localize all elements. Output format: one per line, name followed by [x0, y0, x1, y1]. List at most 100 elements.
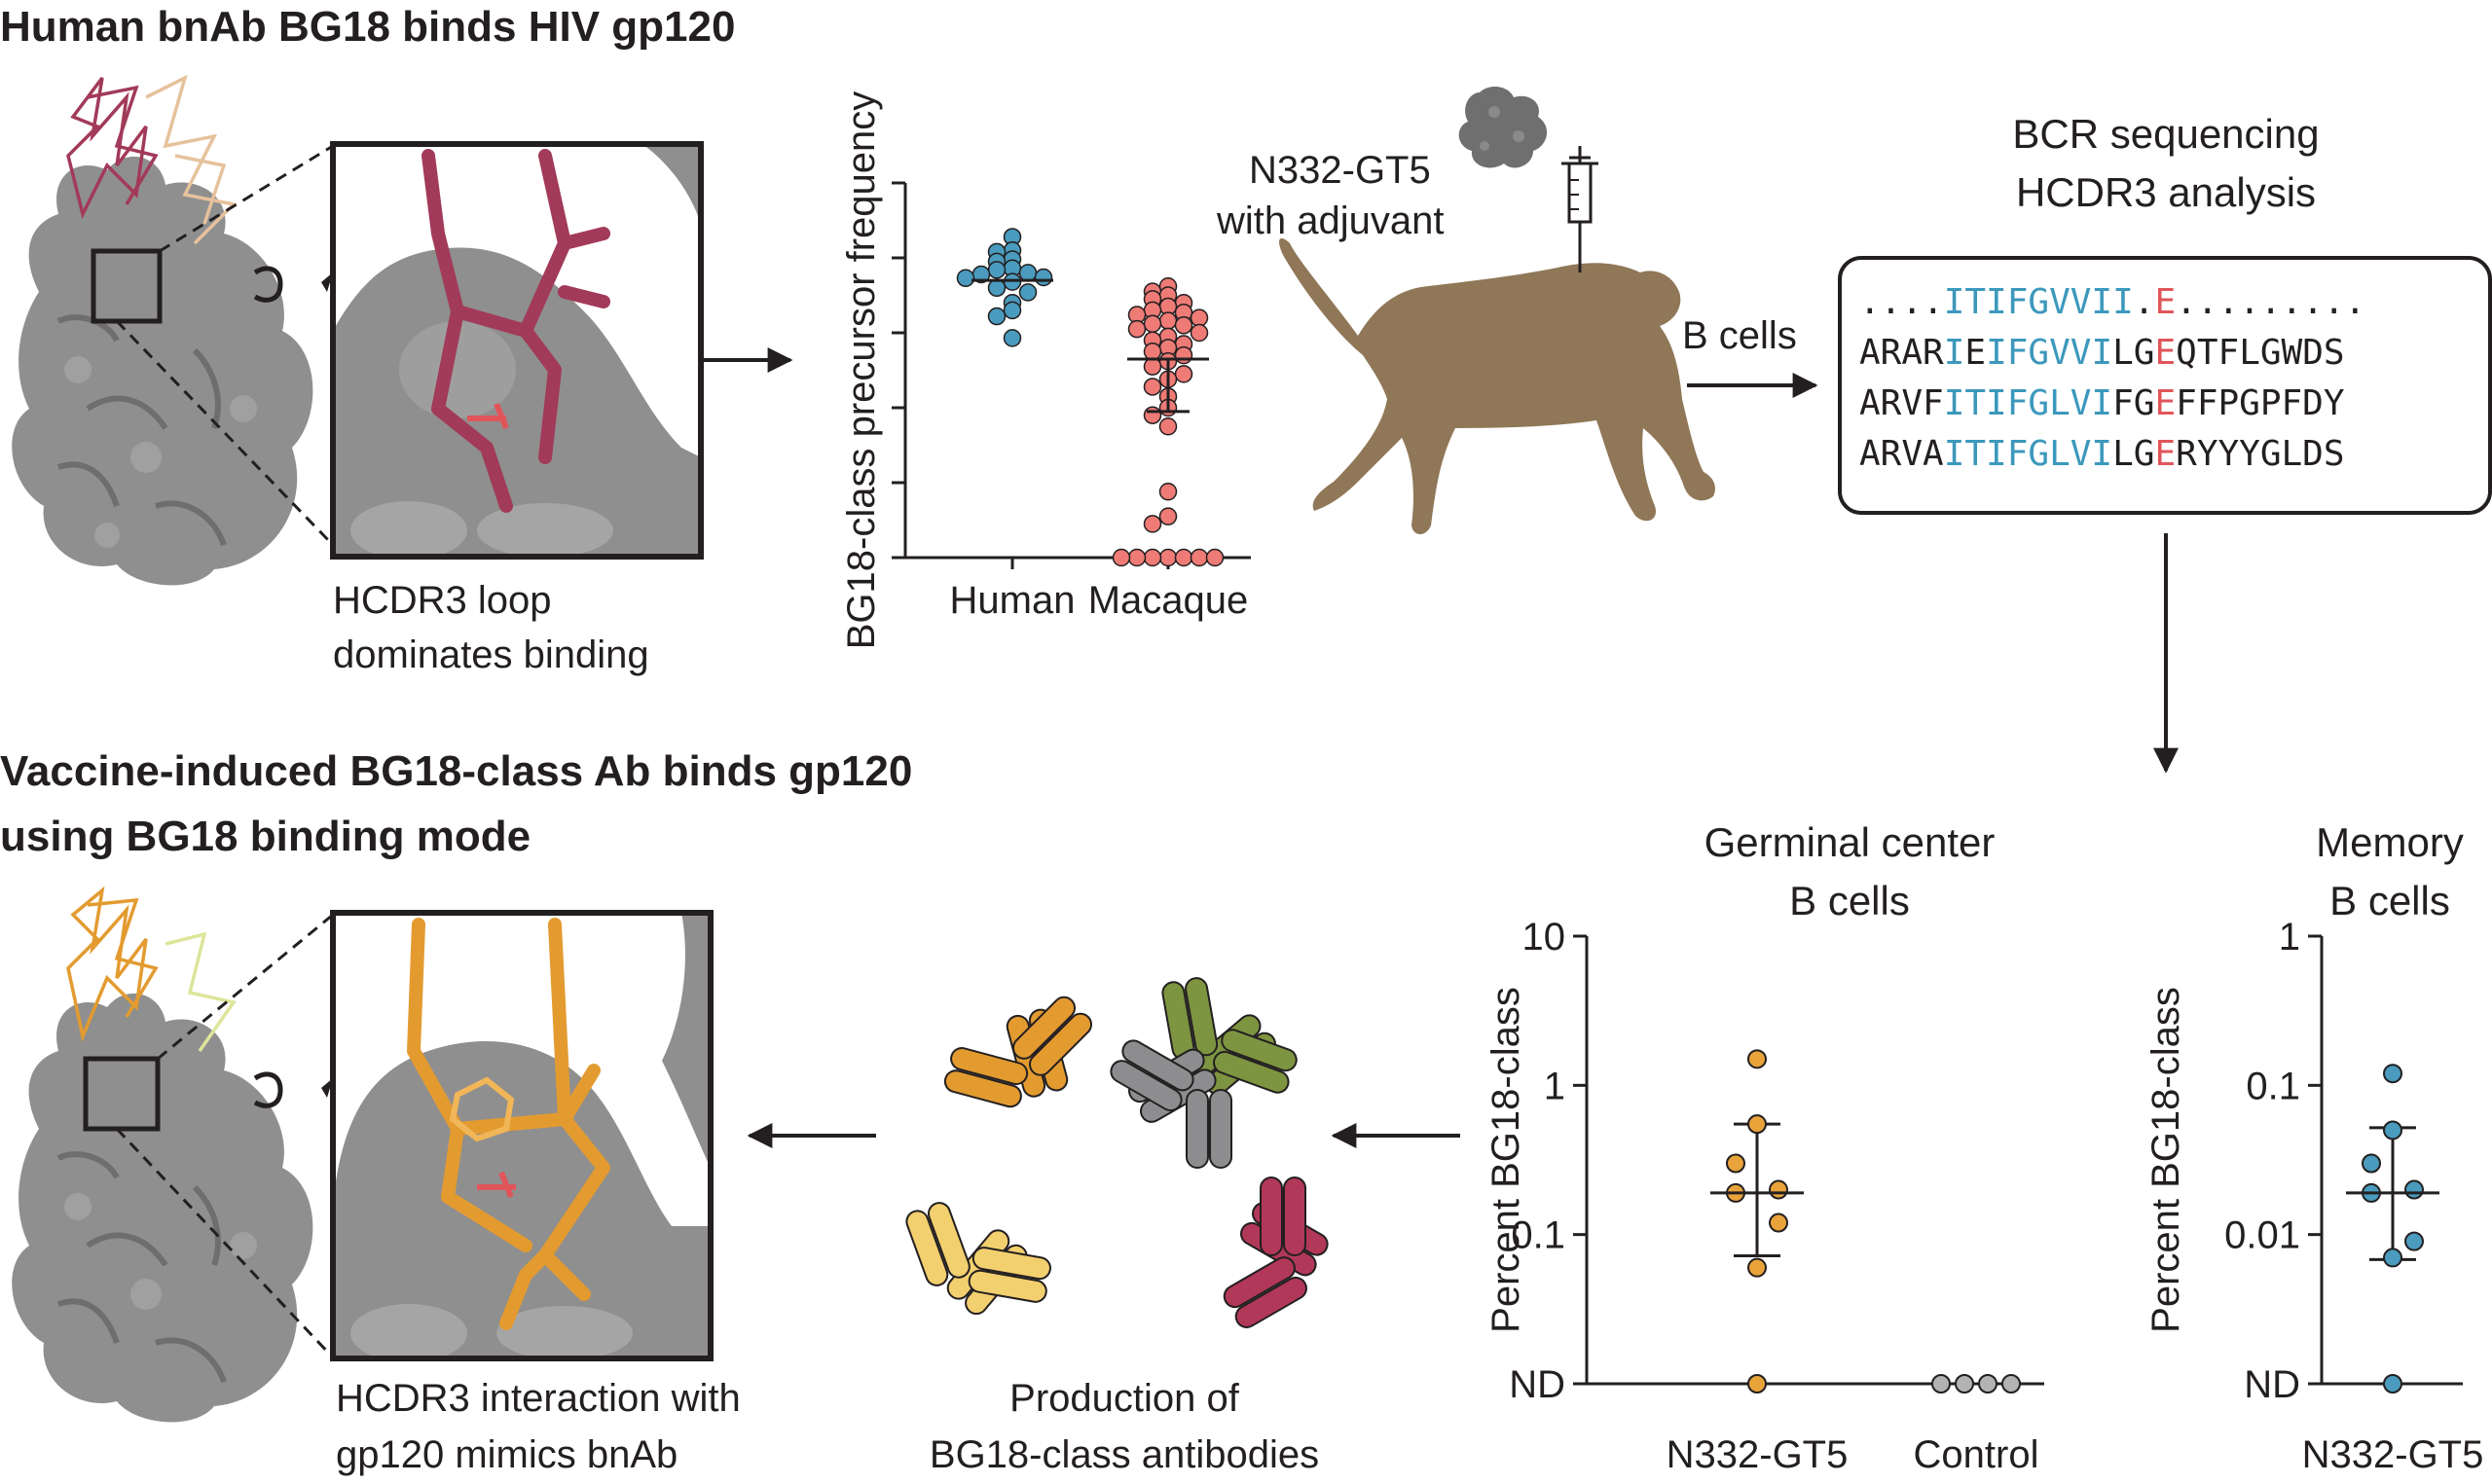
data-point — [1190, 548, 1209, 567]
sequence-segment: ......... — [2176, 282, 2365, 322]
data-point — [2001, 1374, 2021, 1394]
sequence-segment: QTFLGWDS — [2176, 333, 2344, 373]
x-tick-label: N332-GT5 — [2302, 1433, 2484, 1476]
data-point — [1143, 357, 1162, 376]
data-point — [1158, 417, 1178, 436]
zoom-guide-top-lower — [115, 319, 335, 547]
data-point — [1143, 314, 1162, 334]
sequence-segment: . — [2134, 282, 2155, 322]
macaque-silhouette — [1279, 237, 1715, 534]
x-tick-label: Macaque — [1088, 579, 1249, 622]
data-point — [1158, 482, 1178, 501]
data-point — [1127, 319, 1147, 339]
data-point — [2404, 1179, 2424, 1200]
data-point — [2362, 1153, 2381, 1174]
bcr-title-line-1: BCR sequencing — [2012, 111, 2319, 157]
x-tick-label: Human — [950, 579, 1076, 622]
data-point — [987, 278, 1007, 298]
sequence-segment: E — [1964, 333, 1986, 373]
bcr-title-line-2: HCDR3 analysis — [2016, 169, 2316, 215]
chart-title: Memory — [2316, 819, 2464, 865]
sequence-segment: I — [1944, 333, 1965, 373]
vaccine-ab-gp120-complex-structure — [12, 886, 333, 1423]
y-tick-label: 10 — [1522, 916, 1566, 959]
data-point — [1143, 548, 1162, 567]
production-label-line-2: BG18-class antibodies — [930, 1433, 1319, 1476]
data-point — [956, 269, 975, 288]
y-tick-label: 1 — [1544, 1065, 1565, 1107]
sequence-segment: E — [2154, 282, 2176, 322]
y-tick-label: 1 — [2279, 916, 2300, 959]
data-point — [1978, 1374, 1997, 1394]
data-point — [1143, 378, 1162, 396]
x-tick-label: N332-GT5 — [1667, 1433, 1849, 1476]
antibody-icon-yellow — [905, 1202, 1051, 1316]
data-point — [1769, 1179, 1788, 1200]
top-panel-title: Human bnAb BG18 binds HIV gp120 — [0, 3, 735, 51]
sequence-segment: E — [2154, 434, 2176, 474]
data-point — [1747, 1114, 1767, 1135]
chart-title: B cells — [2329, 878, 2450, 923]
y-tick-label: 0.1 — [2246, 1065, 2300, 1107]
sequence-segment: RYYYGLDS — [2176, 434, 2344, 474]
data-point — [1143, 406, 1162, 424]
zoom-guide-bottom-lower — [115, 1127, 335, 1359]
sequence-segment: LG — [2112, 333, 2154, 373]
immunogen-label-line-2: with adjuvant — [1216, 199, 1444, 242]
b-cells-label: B cells — [1682, 314, 1797, 357]
sequence-line: ARARIEIFGVVILGEQTFLGWDS — [1859, 333, 2345, 373]
data-point — [2404, 1231, 2424, 1251]
sequence-segment: ITIFGVVII — [1944, 282, 2134, 322]
data-point — [1003, 272, 1022, 291]
data-point — [987, 307, 1007, 326]
chart-title: Germinal center — [1704, 819, 1996, 865]
sequence-segment: ARVA — [1859, 434, 1944, 474]
sequence-segment: ARVF — [1859, 383, 1944, 423]
data-point — [2383, 1064, 2402, 1084]
y-tick-label: 0.01 — [2224, 1214, 2300, 1257]
bcr-sequence-box — [1838, 256, 2492, 515]
top-caption-line-1: HCDR3 loop — [333, 579, 552, 622]
sequence-line: ....ITIFGVVII.E......... — [1859, 282, 2365, 322]
data-point — [1158, 548, 1178, 567]
data-point — [1158, 507, 1178, 525]
hcdr3-sequence-alignment: ....ITIFGVVII.E.........ARARIEIFGVVILGEQ… — [1859, 282, 2365, 474]
antibody-icon-crimson — [1223, 1176, 1329, 1328]
data-point — [1190, 323, 1209, 343]
data-point — [1174, 365, 1193, 383]
sequence-segment: .... — [1859, 282, 1944, 322]
sequence-segment: IFGVVI — [1986, 333, 2112, 373]
sequence-segment: ARAR — [1859, 333, 1944, 373]
data-point — [1747, 1374, 1767, 1394]
y-tick-label: ND — [1509, 1363, 1565, 1406]
data-point — [1018, 264, 1038, 282]
bottom-panel-title-line-1: Vaccine-induced BG18-class Ab binds gp12… — [0, 747, 912, 795]
y-axis-label: BG18-class precursor frequency — [840, 91, 883, 650]
data-point — [1018, 283, 1038, 302]
sequence-segment: LG — [2112, 434, 2154, 474]
data-point — [1174, 548, 1193, 567]
y-axis-label: Percent BG18-class — [1484, 987, 1527, 1333]
bg18-gp120-complex-structure — [12, 74, 333, 586]
sequence-line: ARVFITIFGLVIFGEFFPGPFDY — [1859, 383, 2345, 423]
sequence-segment: FG — [2112, 383, 2154, 423]
bottom-caption-line-1: HCDR3 interaction with — [336, 1377, 741, 1420]
data-point — [1143, 515, 1162, 533]
x-tick-label: Control — [1914, 1433, 2039, 1476]
production-label-line-1: Production of — [1009, 1377, 1240, 1420]
data-point — [1158, 311, 1178, 330]
sequence-segment: ITIFGLVI — [1944, 434, 2112, 474]
sequence-segment: E — [2154, 333, 2176, 373]
data-point — [2383, 1248, 2402, 1268]
data-point — [1127, 548, 1147, 567]
chart-title: B cells — [1789, 878, 1910, 923]
antibody-icon-gray — [1110, 1039, 1232, 1169]
sequence-line: ARVAITIFGLVILGERYYYGLDS — [1859, 434, 2345, 474]
data-point — [1174, 345, 1193, 365]
data-point — [1143, 343, 1162, 361]
zoom-guide-top-upper — [159, 144, 334, 253]
data-point — [1003, 301, 1022, 320]
